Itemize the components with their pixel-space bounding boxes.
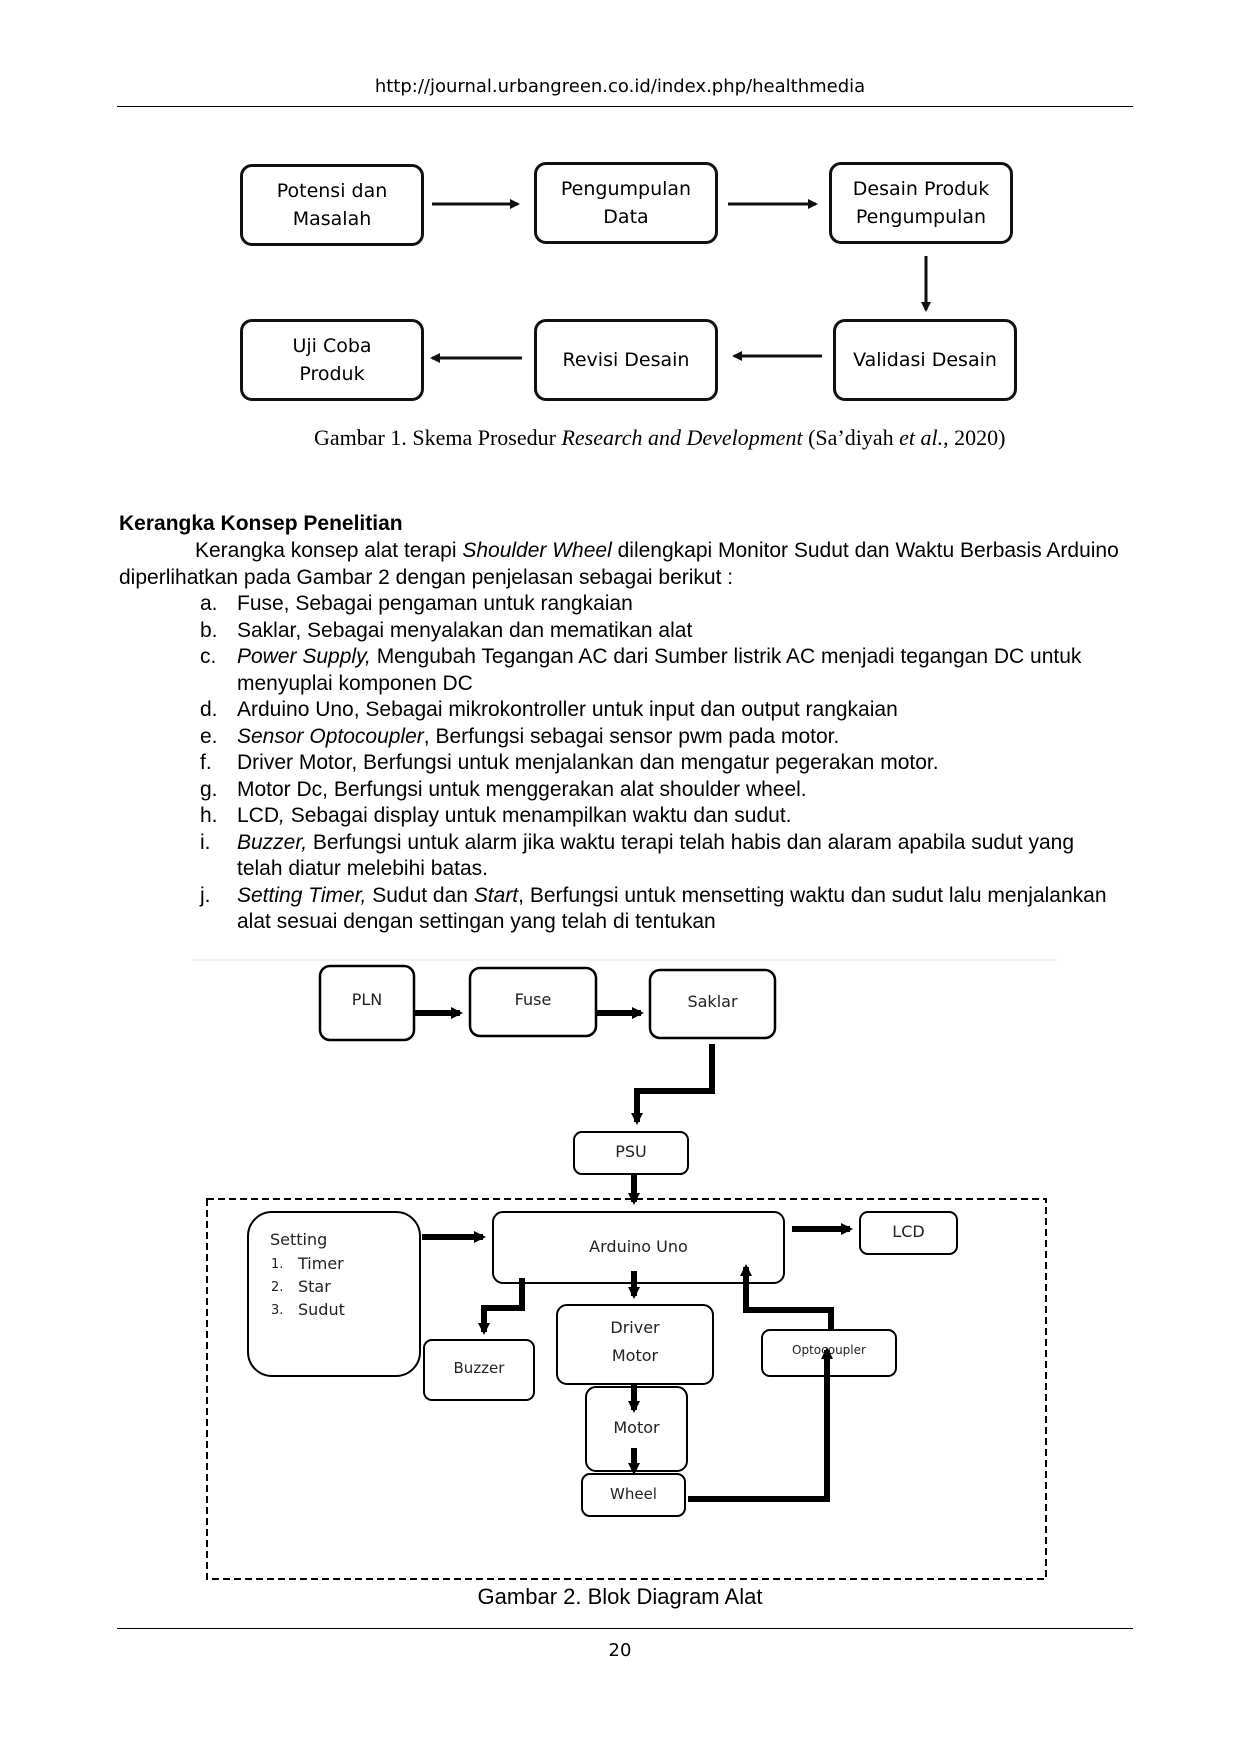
box-desain: Desain Produk Pengumpulan [829,162,1013,244]
box-buzzer [423,1339,535,1401]
label-psu: PSU [615,1142,647,1161]
setting-item: Timer [298,1254,344,1273]
setting-num: 3. [271,1303,284,1318]
arrow-saklar-psu [631,1044,715,1125]
figure-1-caption: Gambar 1. Skema Prosedur Research and De… [314,425,1006,450]
label-driver-line1: Driver [610,1318,660,1337]
label-wheel: Wheel [610,1485,657,1503]
journal-url: http://journal.urbangreen.co.id/index.ph… [374,76,866,97]
figure-2-block-diagram [192,959,1058,1580]
label-pln: PLN [351,990,383,1009]
label-lcd: LCD [892,1222,925,1241]
label-optocoupler: Optocoupler [792,1343,866,1357]
box-setting [247,1211,421,1377]
page-number: 20 [608,1640,632,1661]
label-fuse: Fuse [514,990,552,1009]
footer-rule [117,1628,1133,1629]
box-revisi: Revisi Desain [534,319,718,401]
label-driver-line2: Motor [611,1346,659,1365]
setting-item: Sudut [298,1300,345,1319]
section-paragraph: Kerangka konsep alat terapi Shoulder Whe… [119,539,1119,589]
label-motor: Motor [613,1418,660,1437]
arrow-optocoupler-arduino [740,1264,834,1330]
setting-num: 2. [271,1280,284,1295]
figure1-arrows [430,199,931,363]
box-lcd [859,1211,958,1255]
box-potensi: Potensi dan Masalah [240,164,424,246]
box-saklar [648,968,777,1040]
arrow-arduino-buzzer [478,1278,525,1335]
figure-2-caption: Gambar 2. Blok Diagram Alat [477,1584,763,1609]
box-fuse [468,966,598,1038]
setting-num: 1. [271,1257,284,1272]
box-ujicoba: Uji Coba Produk [240,319,424,401]
box-arduino [492,1211,785,1284]
box-pln [318,964,416,1042]
section-heading: Kerangka Konsep Penelitian [119,512,403,535]
label-arduino: Arduino Uno [589,1237,688,1256]
box-validasi: Validasi Desain [833,319,1017,401]
setting-item: Star [298,1277,331,1296]
header-rule [117,106,1133,107]
dashed-enclosure [206,1198,1047,1580]
label-buzzer: Buzzer [453,1359,505,1377]
label-saklar: Saklar [687,992,738,1011]
box-pengumpulan: Pengumpulan Data [534,162,718,244]
box-driver [556,1304,714,1385]
setting-title: Setting [270,1230,328,1249]
